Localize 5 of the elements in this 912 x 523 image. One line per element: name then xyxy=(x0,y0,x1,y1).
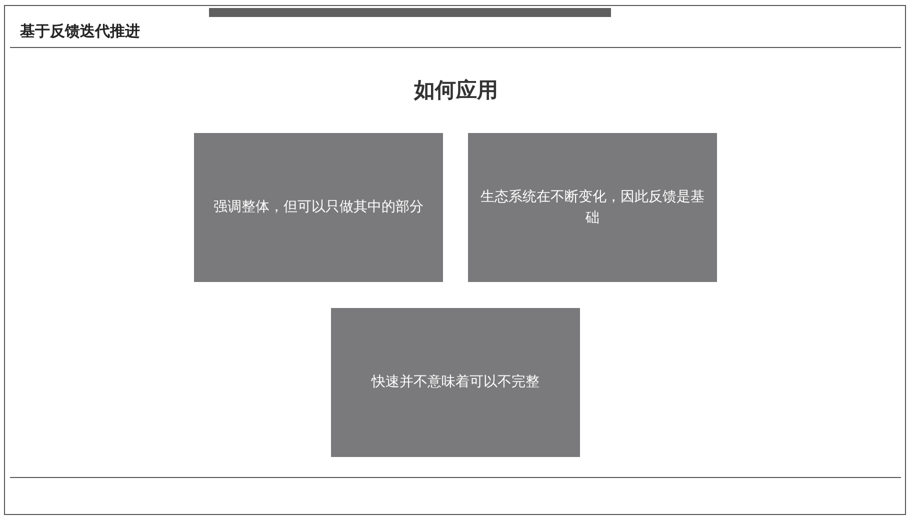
section-heading: 如何应用 xyxy=(412,77,499,104)
slide-title: 基于反馈迭代推进 xyxy=(20,22,140,41)
text-box: 快速并不意味着可以不完整 xyxy=(331,308,580,457)
text-box: 生态系统在不断变化，因此反馈是基础 xyxy=(468,133,717,282)
text-box: 强调整体，但可以只做其中的部分 xyxy=(194,133,443,282)
